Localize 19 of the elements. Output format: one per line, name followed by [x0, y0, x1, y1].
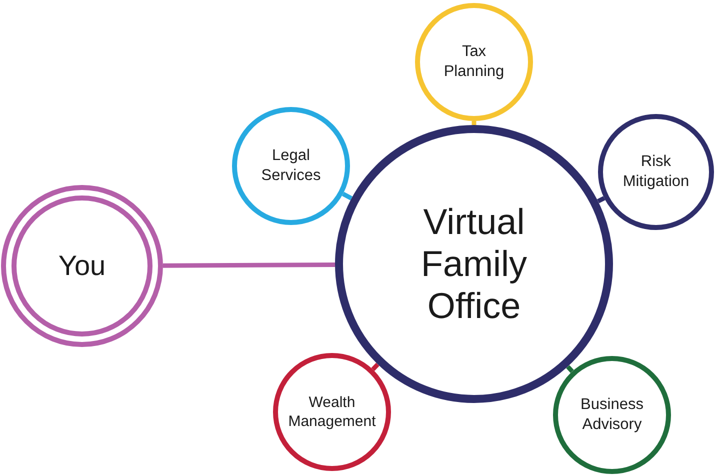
connector-line [597, 196, 606, 204]
connector-line [566, 365, 574, 373]
circle-label: Risk Mitigation [622, 152, 690, 192]
circle-label: Legal Services [260, 146, 322, 186]
circle-label: Wealth Management [287, 392, 377, 432]
service-circle [598, 114, 714, 230]
connector-line [472, 121, 476, 125]
service-circle [415, 3, 533, 121]
connector-line [342, 192, 353, 200]
service-circle [232, 107, 350, 225]
double-circle [1, 185, 163, 347]
connector-line [371, 362, 380, 371]
circle-label: Virtual Family Office [420, 200, 528, 328]
circle-label: Tax Planning [442, 42, 506, 82]
connector-line [163, 262, 336, 268]
circle-label: You [58, 249, 106, 283]
circle-label: Business Advisory [580, 394, 644, 435]
service-circle [273, 353, 391, 471]
service-circle [553, 356, 671, 474]
